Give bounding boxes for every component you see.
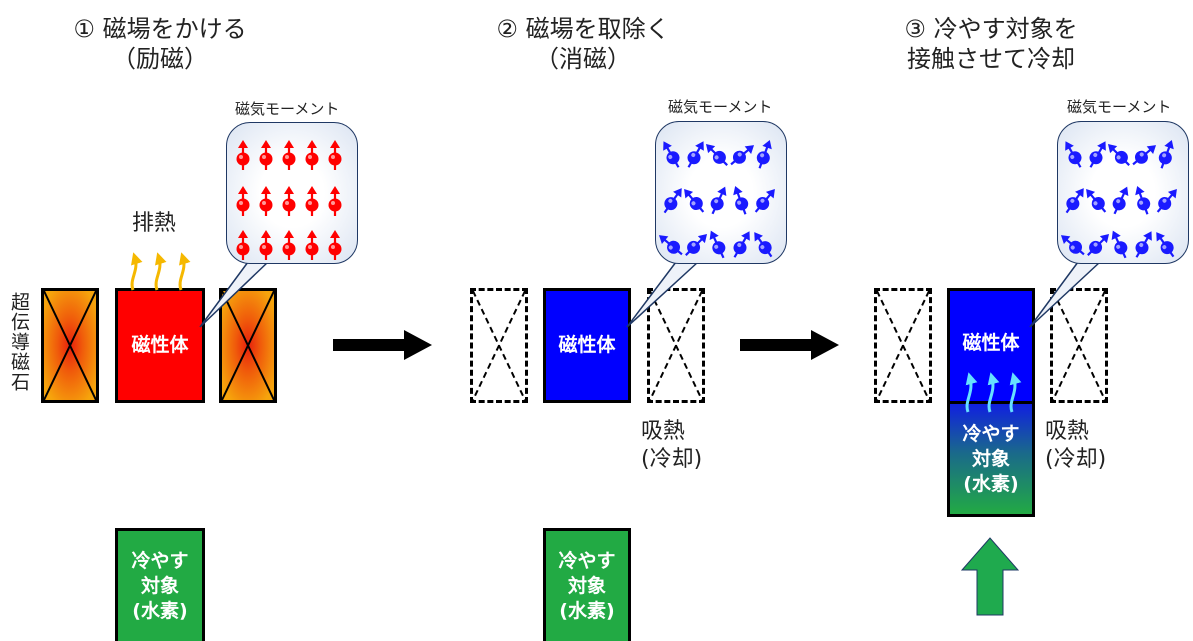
moment-arrow-random-2-1-3 xyxy=(733,186,749,215)
moment-grid-random-step3 xyxy=(1060,140,1177,259)
magnetic-moment-label-step2: 磁気モーメント xyxy=(668,98,773,116)
target-label-line1-step2: 冷やす xyxy=(558,549,616,572)
moment-arrow-aligned-1-4 xyxy=(328,186,342,216)
moment-arrow-aligned-1-3 xyxy=(305,186,319,216)
cooling-target-step1: 冷やす 対象 (水素) xyxy=(115,528,205,641)
moment-arrow-random-2-1-4 xyxy=(754,188,775,213)
heat-release-label: 排熱 xyxy=(132,211,177,236)
target-label-line2-step3: 対象 xyxy=(971,447,1010,470)
target-label-line3-step1: (水素) xyxy=(132,599,188,622)
target-label-line2-step1: 対象 xyxy=(140,574,179,597)
magnetic-body-label-step1: 磁性体 xyxy=(131,334,189,356)
moment-arrow-random-3-0-2 xyxy=(1107,143,1130,166)
moment-grid-aligned xyxy=(236,140,342,260)
moment-arrow-random-3-2-1 xyxy=(1087,233,1110,256)
moment-arrow-random-3-0-3 xyxy=(1132,145,1157,166)
heat-absorb-label-step2: 吸熱 (冷却) xyxy=(641,418,702,474)
moment-arrow-random-3-2-0 xyxy=(1060,235,1085,256)
heat-absorb-line1-step2: 吸熱 xyxy=(641,419,686,444)
cooling-target-step2: 冷やす 対象 (水素) xyxy=(543,528,631,641)
target-label-line1-step3: 冷やす xyxy=(962,422,1020,445)
moment-arrow-random-3-1-0 xyxy=(1065,188,1084,214)
moment-arrow-random-3-2-2 xyxy=(1111,230,1128,259)
target-label-line1-step1: 冷やす xyxy=(131,549,189,572)
moment-arrow-aligned-0-3 xyxy=(305,140,319,170)
moment-arrow-random-2-2-1 xyxy=(685,233,708,256)
moment-arrow-random-2-2-3 xyxy=(733,231,750,258)
moment-arrow-random-3-2-3 xyxy=(1135,231,1152,258)
moment-arrow-random-3-1-4 xyxy=(1156,188,1177,213)
moment-arrow-random-2-0-0 xyxy=(663,141,680,168)
moment-arrow-random-3-1-3 xyxy=(1135,186,1151,215)
moment-arrow-random-2-1-1 xyxy=(684,188,705,213)
magnetic-body-label-step2: 磁性体 xyxy=(558,334,616,356)
step1-title-line2: （励磁） xyxy=(112,45,208,73)
step3-title-line1: ③ 冷やす対象を xyxy=(904,15,1078,43)
moment-arrow-random-3-0-0 xyxy=(1065,141,1082,168)
step1-title-line1: ① 磁場をかける xyxy=(73,15,247,43)
moment-arrow-random-2-2-0 xyxy=(658,235,683,256)
moment-grid-random-step2 xyxy=(658,140,775,259)
heat-absorb-label-step3: 吸熱 (冷却) xyxy=(1045,418,1106,474)
magnetic-moment-label-step1: 磁気モーメント xyxy=(235,100,340,118)
moment-arrow-random-3-0-1 xyxy=(1089,141,1106,168)
heat-absorb-line1-step3: 吸熱 xyxy=(1045,419,1090,444)
moment-arrow-aligned-0-0 xyxy=(236,140,250,170)
moment-arrow-random-2-0-3 xyxy=(730,145,755,166)
moment-arrow-aligned-1-1 xyxy=(259,186,273,216)
step2-title: ② 磁場を取除く （消磁） xyxy=(478,14,688,74)
heat-absorb-line2-step3: (冷却) xyxy=(1045,447,1107,472)
moment-arrow-aligned-0-2 xyxy=(282,140,296,170)
magnetic-moment-label-step3: 磁気モーメント xyxy=(1067,98,1172,116)
superconducting-magnet-label: 超伝導磁石 xyxy=(8,292,30,392)
target-label-line3-step3: (水素) xyxy=(963,472,1019,495)
moment-arrow-random-2-2-2 xyxy=(709,230,726,259)
moment-arrow-aligned-1-2 xyxy=(282,186,296,216)
moment-arrow-random-2-2-4 xyxy=(754,232,773,258)
step3-title: ③ 冷やす対象を 接触させて冷却 xyxy=(886,14,1096,74)
moment-arrow-random-3-1-2 xyxy=(1112,186,1129,215)
magnetic-body-magnetized: 磁性体 xyxy=(115,288,205,403)
moment-arrow-random-3-0-4 xyxy=(1158,140,1174,169)
moment-arrow-aligned-1-0 xyxy=(236,186,250,216)
target-label-line3-step2: (水素) xyxy=(559,599,615,622)
step3-title-line2: 接触させて冷却 xyxy=(907,45,1075,73)
moment-arrow-aligned-2-4 xyxy=(328,230,342,260)
moment-arrow-random-2-1-2 xyxy=(710,186,727,215)
moment-arrow-random-3-1-1 xyxy=(1086,188,1107,213)
step2-title-line1: ② 磁場を取除く xyxy=(496,15,670,43)
step2-title-line2: （消磁） xyxy=(535,45,631,73)
step1-title: ① 磁場をかける （励磁） xyxy=(55,14,265,74)
target-label-line2-step2: 対象 xyxy=(567,574,606,597)
moment-arrow-aligned-2-3 xyxy=(305,230,319,260)
moment-arrow-aligned-2-1 xyxy=(259,230,273,260)
moment-arrow-aligned-2-0 xyxy=(236,230,250,260)
moment-arrow-random-2-1-0 xyxy=(663,188,682,214)
heat-absorb-line2-step2: (冷却) xyxy=(641,447,703,472)
magnetic-body-label-step3: 磁性体 xyxy=(962,332,1020,354)
moment-arrow-random-3-2-4 xyxy=(1156,232,1175,258)
moment-arrow-random-2-0-2 xyxy=(705,143,728,166)
magnetic-body-demagnetized-step2: 磁性体 xyxy=(543,288,631,403)
moment-arrow-aligned-0-1 xyxy=(259,140,273,170)
moment-arrow-aligned-2-2 xyxy=(282,230,296,260)
moment-arrow-aligned-0-4 xyxy=(328,140,342,170)
moment-arrow-random-2-0-4 xyxy=(756,140,772,169)
moment-arrow-random-2-0-1 xyxy=(687,141,704,168)
